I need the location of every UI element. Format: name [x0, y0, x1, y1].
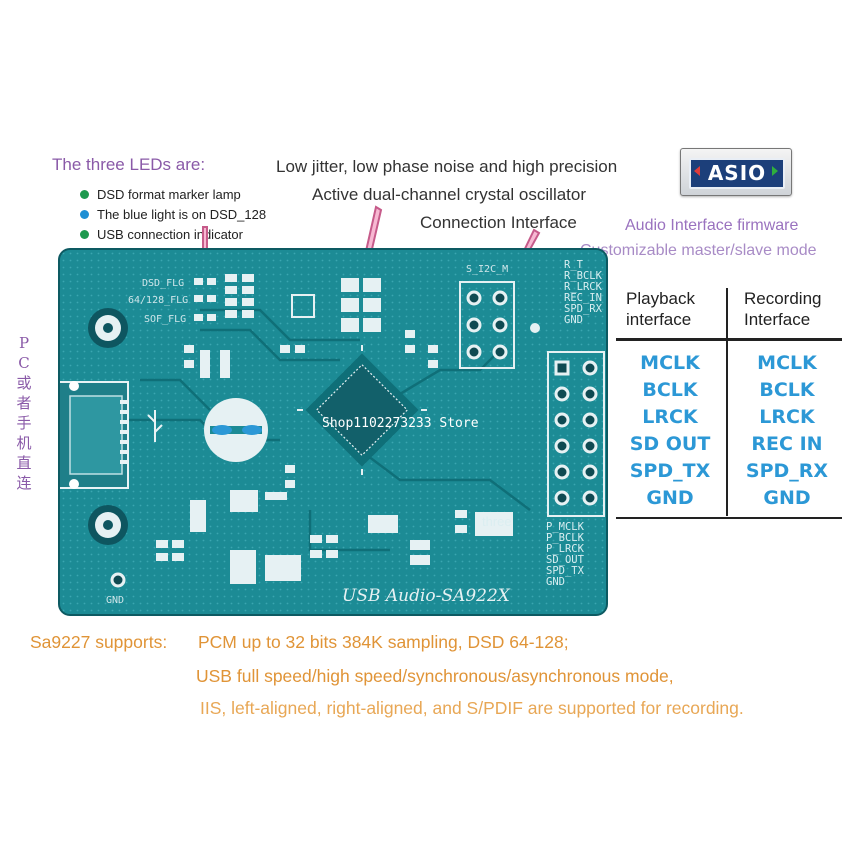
signal-label: LRCK [642, 406, 698, 428]
pin-label: SD_OUT [546, 554, 584, 566]
mounting-holes [88, 308, 128, 545]
pin-label: SPD_TX [546, 565, 584, 577]
pin-label: P_LRCK [546, 543, 584, 555]
led-label: DSD format marker lamp [97, 187, 241, 202]
pin-label: REC_IN [564, 292, 602, 304]
connection-label: Connection Interface [420, 213, 577, 232]
right-pin-labels: R_T R_BCLK R_LRCK REC_IN SPD_RX GND [564, 260, 602, 326]
usb-connector [60, 381, 129, 489]
main-chip [297, 345, 427, 475]
signal-label: LRCK [759, 406, 815, 428]
pcb-title: USB Audio-SA922X [342, 586, 510, 606]
io-header [547, 351, 605, 517]
pin-label: P_BCLK [546, 532, 584, 544]
blue-led-icon [80, 210, 89, 219]
pcb-artwork [60, 250, 606, 614]
pcb-label-sof-flg: SOF_FLG [144, 314, 187, 325]
pin-label: P_MCLK [546, 521, 584, 533]
interface-table: Playback interface Recording Interface M… [616, 282, 842, 522]
oscillator-line2: Active dual-channel crystal oscillator [312, 185, 587, 204]
shop-watermark: Shop1102273233 Store [322, 416, 479, 431]
pin-label: R_BCLK [564, 270, 602, 282]
supports-line1: PCM up to 32 bits 384K sampling, DSD 64-… [198, 632, 569, 652]
pcb-label-i2c: S_I2C_M [466, 264, 509, 275]
playback-header: Playback interface [626, 289, 695, 329]
signal-label: SD OUT [629, 433, 711, 455]
pin-label: GND [564, 314, 583, 326]
signal-label: BCLK [759, 379, 815, 401]
signal-label: GND [763, 487, 811, 509]
asio-logo: ASIO [680, 148, 792, 196]
pcb-board: DSD_FLG 64/128_FLG SOF_FLG S_I2C_M R_T R… [58, 248, 608, 616]
firmware-line2: Customizable master/slave mode [580, 242, 817, 259]
usb-symbol [147, 410, 163, 442]
signal-label: BCLK [642, 379, 698, 401]
oscillator-line1: Low jitter, low phase noise and high pre… [276, 157, 618, 176]
led-label: The blue light is on DSD_128 [97, 207, 267, 222]
asio-badge: ASIO [689, 158, 785, 189]
led-item-dsd128: The blue light is on DSD_128 [80, 207, 266, 222]
green-led-icon [80, 190, 89, 199]
table-vertical-divider [726, 288, 728, 516]
pcb-surface: DSD_FLG 64/128_FLG SOF_FLG S_I2C_M R_T R… [58, 248, 608, 616]
signal-label: SPD_TX [629, 460, 711, 482]
recording-signals: MCLK BCLK LRCK REC IN SPD_RX GND [732, 352, 842, 514]
signal-label: SPD_RX [745, 460, 829, 482]
pcb-label-gnd: GND [106, 595, 125, 606]
signal-label: REC IN [751, 433, 823, 455]
signal-label: GND [646, 487, 694, 509]
bottom-pin-labels: P_MCLK P_BCLK P_LRCK SD_OUT SPD_TX GND [546, 522, 584, 588]
firmware-line1: Audio Interface firmware [625, 217, 799, 234]
supports-line2: USB full speed/high speed/synchronous/as… [196, 666, 674, 686]
pin-label: SPD_RX [564, 303, 602, 315]
pin-label: GND [546, 576, 565, 588]
supports-lead: Sa9227 supports: [30, 632, 168, 652]
table-header-divider [616, 338, 842, 341]
leds-title: The three LEDs are: [52, 155, 206, 174]
asio-logo-text: ASIO [707, 161, 767, 185]
asio-arrows-icon [694, 166, 778, 176]
supports-line3: IIS, left-aligned, right-aligned, and S/… [200, 698, 744, 718]
pin-label: R_LRCK [564, 281, 602, 293]
pcb-label-three: three [482, 514, 512, 529]
pcb-label-dsd-flg: DSD_FLG [142, 278, 185, 289]
green-led-icon [80, 230, 89, 239]
signal-label: MCLK [757, 352, 817, 374]
pin-label: R_T [564, 259, 583, 271]
pcb-label-64-128-flg: 64/128_FLG [128, 295, 189, 306]
recording-header: Recording Interface [744, 289, 822, 329]
signal-label: MCLK [640, 352, 700, 374]
led-item-dsd: DSD format marker lamp [80, 187, 241, 202]
i2c-header [459, 281, 515, 369]
table-bottom-line [616, 517, 842, 519]
playback-signals: MCLK BCLK LRCK SD OUT SPD_TX GND [616, 352, 724, 514]
